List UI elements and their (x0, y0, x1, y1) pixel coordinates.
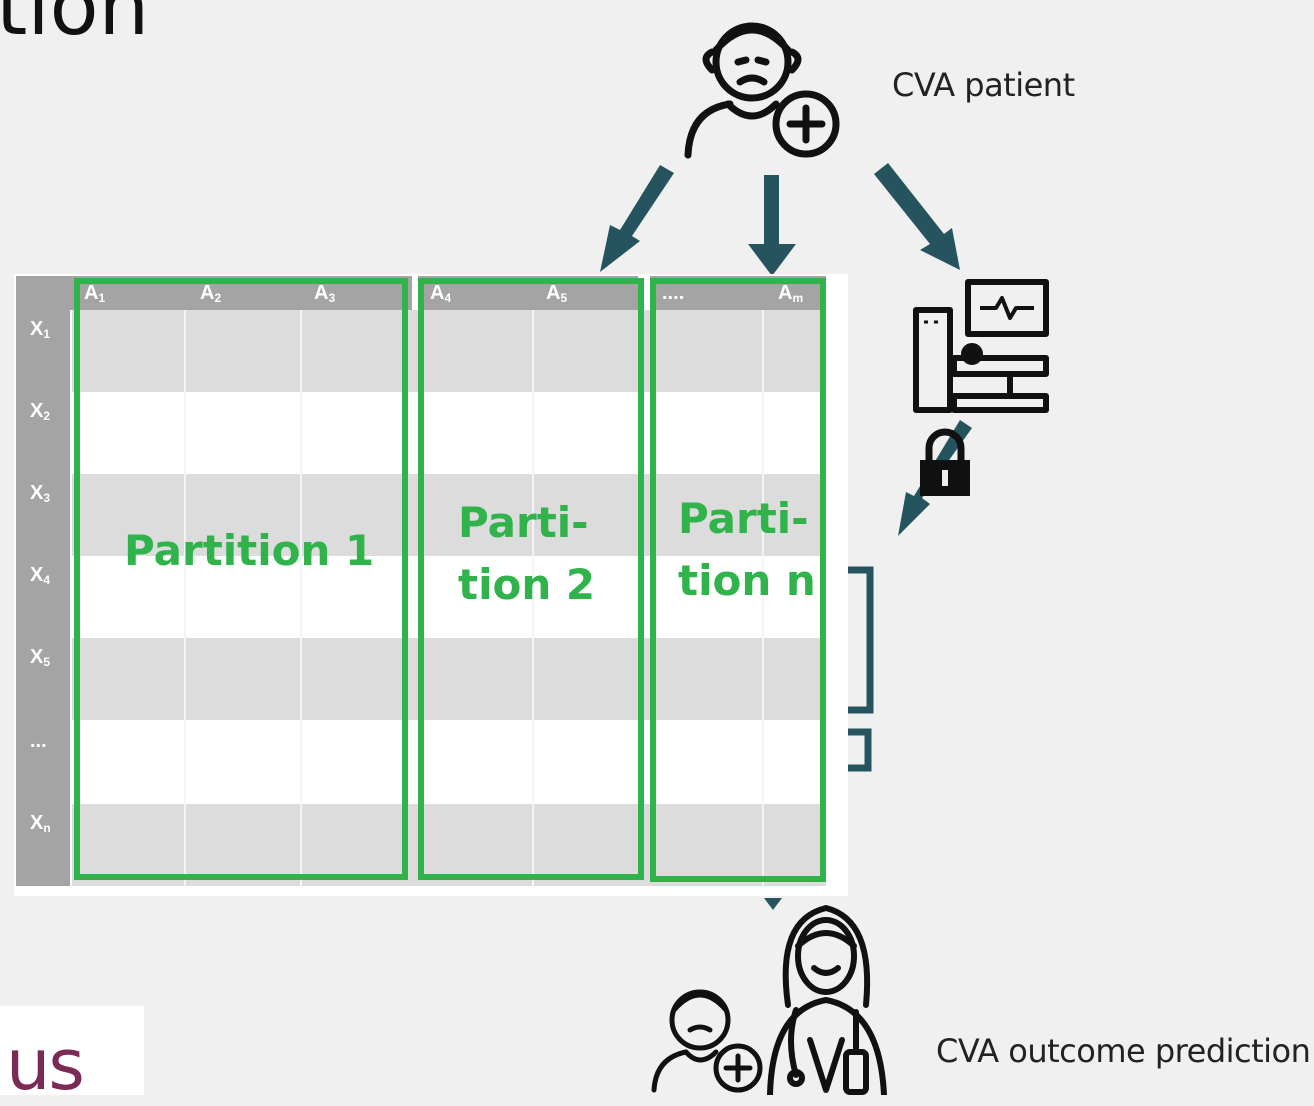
arrow-left (600, 165, 674, 272)
row-header-x2: X2 (30, 400, 51, 423)
arrow-down (748, 175, 796, 276)
column-header-a3: A3 (314, 282, 336, 305)
partition-2-box (418, 278, 644, 880)
logo-text: us (6, 1024, 85, 1106)
column-divider (762, 310, 764, 886)
column-header-a2: A2 (200, 282, 222, 305)
table-row (72, 474, 826, 556)
outcome-label: CVA outcome prediction (936, 1032, 1311, 1070)
row-header-ellipsis: ... (30, 730, 47, 752)
row-header-x3: X3 (30, 482, 51, 505)
scanner-icon (913, 279, 1049, 413)
column-header-am: Am (778, 282, 804, 305)
column-divider (184, 310, 186, 886)
bracket-shape (848, 566, 874, 772)
partition-2-label: Parti- tion 2 (458, 498, 596, 609)
row-header-x4: X4 (30, 564, 51, 587)
doctor-icon (767, 905, 887, 1095)
small-patient-icon (651, 989, 763, 1093)
slide-title-fragment: tion (0, 0, 150, 53)
lock-icon (920, 428, 970, 496)
row-header-x5: X5 (30, 646, 51, 669)
table-row (72, 638, 826, 720)
partition-n-label: Parti- tion n (678, 494, 816, 605)
partition-1-box (74, 278, 408, 880)
table-row (72, 310, 826, 392)
patient-label: CVA patient (892, 66, 1075, 104)
row-header-xn: Xn (30, 812, 51, 835)
column-header-a5: A5 (546, 282, 568, 305)
partition-1-label: Partition 1 (124, 526, 375, 575)
table-row (72, 804, 826, 886)
row-header-column (16, 310, 70, 886)
row-header-x1: X1 (30, 318, 51, 341)
arrow-right (874, 163, 960, 270)
column-divider (300, 310, 302, 886)
data-table: A1 A2 A3 A4 A5 .... Am X1 X2 X3 X4 X5 ..… (14, 274, 848, 896)
column-header-a4: A4 (430, 282, 452, 305)
patient-icon (684, 22, 840, 159)
logo: us (0, 1006, 144, 1106)
column-divider (532, 310, 534, 886)
table-corner (16, 276, 72, 310)
partition-n-box (650, 278, 826, 882)
column-header-a1: A1 (84, 282, 106, 305)
column-header-ellipsis: .... (662, 282, 685, 304)
arrow-down-small (764, 898, 782, 910)
